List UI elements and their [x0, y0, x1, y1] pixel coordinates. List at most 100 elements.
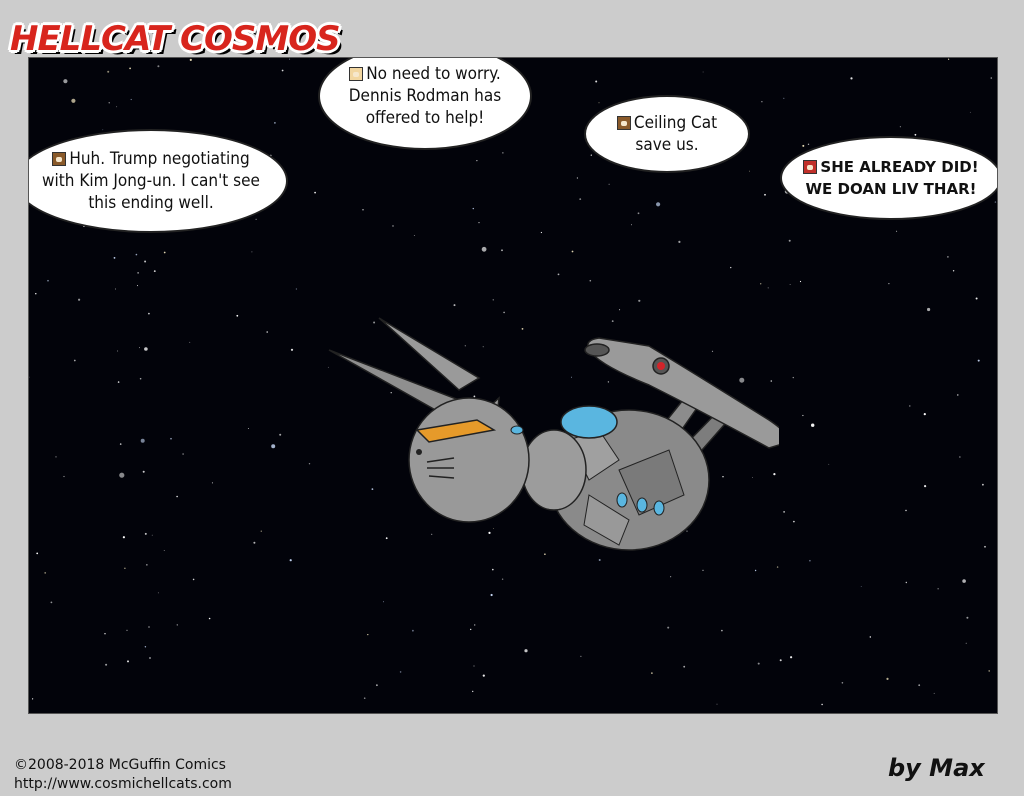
star: [807, 143, 810, 145]
star: [790, 656, 793, 659]
star: [947, 256, 949, 258]
star: [472, 207, 474, 210]
star: [869, 636, 871, 638]
star: [711, 350, 714, 352]
star: [557, 273, 560, 276]
star: [119, 472, 125, 478]
star: [211, 482, 213, 484]
star: [119, 443, 122, 445]
star: [490, 593, 493, 597]
star: [909, 405, 911, 407]
star: [948, 58, 950, 60]
star: [281, 69, 284, 72]
star: [383, 601, 384, 603]
star: [115, 288, 116, 290]
star: [290, 348, 294, 351]
star: [208, 617, 211, 620]
star: [576, 177, 579, 179]
star: [749, 170, 750, 172]
star: [773, 473, 776, 476]
star: [253, 541, 256, 544]
star: [482, 674, 485, 677]
star: [104, 633, 106, 635]
star: [619, 309, 621, 311]
star: [327, 366, 329, 368]
star: [982, 483, 984, 486]
star: [637, 212, 640, 215]
star: [50, 601, 53, 604]
star: [122, 536, 125, 539]
star: [255, 218, 257, 220]
star: [376, 684, 378, 687]
footer-credits: ©2008-2018 McGuffin Comics http://www.co…: [14, 756, 232, 794]
star: [966, 616, 969, 619]
star: [783, 97, 785, 99]
star: [385, 537, 388, 540]
star: [754, 569, 757, 572]
star: [933, 692, 935, 694]
star: [716, 703, 718, 705]
star: [144, 646, 147, 648]
star: [860, 586, 862, 587]
star: [608, 183, 610, 185]
star: [126, 629, 128, 631]
star: [130, 98, 132, 101]
star: [144, 347, 148, 351]
star: [274, 122, 276, 124]
star: [501, 578, 504, 580]
star: [163, 550, 165, 551]
star: [189, 341, 191, 343]
star: [476, 160, 478, 162]
star: [965, 642, 967, 644]
star: [102, 129, 104, 131]
star: [192, 578, 195, 581]
star: [144, 532, 147, 535]
star: [764, 193, 766, 196]
star: [492, 299, 494, 301]
star: [638, 299, 641, 302]
website-url[interactable]: http://www.cosmichellcats.com: [14, 776, 232, 792]
star: [135, 253, 138, 256]
star: [821, 703, 823, 706]
star: [802, 414, 804, 417]
star: [44, 572, 47, 574]
star: [472, 690, 474, 693]
star: [157, 65, 160, 68]
cream-cat-face-icon: [349, 67, 364, 81]
star: [146, 564, 148, 566]
comic-title: HELLCAT COSMOS: [10, 19, 341, 59]
red-cat-face-icon: [803, 160, 818, 174]
star: [142, 470, 145, 473]
star: [702, 569, 704, 571]
star: [760, 283, 762, 285]
star: [493, 528, 494, 529]
star: [850, 77, 853, 80]
star: [952, 270, 955, 272]
star: [767, 287, 769, 289]
star: [761, 101, 763, 103]
star: [927, 307, 931, 312]
star: [117, 381, 120, 383]
star: [251, 251, 253, 253]
star: [140, 438, 145, 443]
star: [470, 628, 472, 631]
star: [362, 209, 364, 211]
star: [886, 677, 889, 681]
star: [36, 552, 39, 555]
star: [289, 559, 292, 562]
star: [962, 579, 966, 583]
star: [363, 697, 366, 699]
star: [129, 67, 131, 70]
star: [571, 250, 574, 253]
star: [702, 71, 704, 73]
star: [789, 284, 791, 285]
star: [984, 545, 986, 548]
star: [32, 698, 34, 700]
brown-cat-face-icon: [616, 116, 631, 130]
star: [757, 662, 760, 665]
comic-panel: Huh. Trump negotiating with Kim Jong-un.…: [28, 57, 998, 714]
star: [176, 624, 178, 626]
star: [988, 670, 990, 672]
star: [431, 533, 433, 535]
star: [492, 568, 494, 571]
